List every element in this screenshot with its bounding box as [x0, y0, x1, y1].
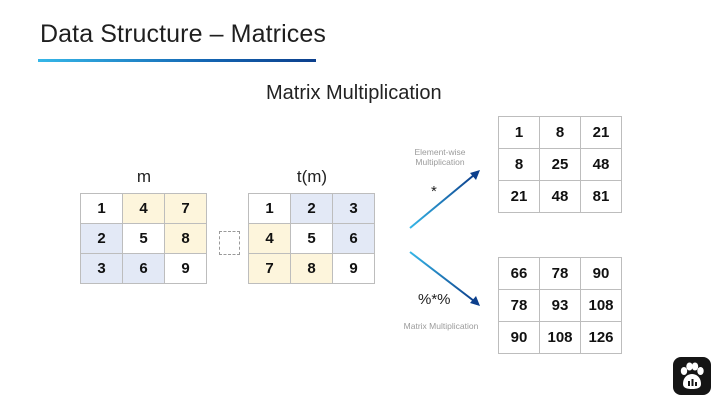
matrix-cell: 6 — [332, 223, 375, 254]
matrix-cell: 2 — [290, 193, 333, 224]
matrix-t-label: t(m) — [296, 167, 328, 186]
matrix-cell: 1 — [498, 116, 540, 149]
arrow-up-line — [409, 174, 475, 229]
matmul-result-matrix: 66 78 90 78 93 108 90 108 126 — [498, 257, 622, 354]
matrix-cell: 7 — [248, 253, 291, 284]
elementwise-symbol: * — [431, 183, 437, 200]
matrix-cell: 8 — [498, 148, 540, 181]
matrix-m: 1 4 7 2 5 8 3 6 9 — [80, 193, 207, 284]
matrix-cell: 6 — [122, 253, 165, 284]
matrix-cell: 9 — [164, 253, 207, 284]
table-row: 1 4 7 — [80, 193, 207, 224]
matrix-cell: 3 — [332, 193, 375, 224]
paw-chart-icon — [673, 357, 711, 395]
operator-placeholder — [219, 231, 240, 255]
elementwise-result-matrix: 1 8 21 8 25 48 21 48 81 — [498, 116, 622, 213]
matrix-cell: 90 — [580, 257, 622, 290]
matrix-cell: 5 — [290, 223, 333, 254]
matrix-cell: 21 — [498, 180, 540, 213]
matrix-cell: 21 — [580, 116, 622, 149]
matmul-symbol: %*% — [418, 291, 451, 308]
elementwise-caption: Element-wise Multiplication — [400, 147, 480, 167]
table-row: 21 48 81 — [498, 180, 622, 213]
matrix-cell: 48 — [539, 180, 581, 213]
table-row: 3 6 9 — [80, 253, 207, 284]
matrix-cell: 126 — [580, 321, 622, 354]
matrix-cell: 108 — [539, 321, 581, 354]
matrix-cell: 78 — [498, 289, 540, 322]
matrix-cell: 66 — [498, 257, 540, 290]
elementwise-caption-line2: Multiplication — [415, 157, 465, 167]
table-row: 7 8 9 — [248, 253, 375, 284]
table-row: 8 25 48 — [498, 148, 622, 181]
matrix-cell: 8 — [290, 253, 333, 284]
matrix-cell: 8 — [164, 223, 207, 254]
arrow-up-head — [470, 170, 480, 180]
slide-subtitle: Matrix Multiplication — [266, 82, 442, 104]
matrix-cell: 4 — [248, 223, 291, 254]
matrix-cell: 9 — [332, 253, 375, 284]
table-row: 66 78 90 — [498, 257, 622, 290]
arrow-down-head — [470, 296, 480, 306]
matrix-cell: 48 — [580, 148, 622, 181]
elementwise-caption-line1: Element-wise — [414, 147, 466, 157]
matmul-caption: Matrix Multiplication — [403, 321, 479, 331]
matrix-cell: 108 — [580, 289, 622, 322]
slide-title: Data Structure – Matrices — [40, 20, 326, 48]
matrix-t: 1 2 3 4 5 6 7 8 9 — [248, 193, 375, 284]
table-row: 2 5 8 — [80, 223, 207, 254]
matrix-cell: 25 — [539, 148, 581, 181]
title-underline — [38, 59, 316, 62]
matrix-cell: 78 — [539, 257, 581, 290]
matrix-cell: 7 — [164, 193, 207, 224]
matrix-cell: 93 — [539, 289, 581, 322]
table-row: 78 93 108 — [498, 289, 622, 322]
paw-chart-icon-graphic — [680, 362, 704, 389]
table-row: 4 5 6 — [248, 223, 375, 254]
table-row: 90 108 126 — [498, 321, 622, 354]
matrix-cell: 8 — [539, 116, 581, 149]
arrow-down-line — [409, 251, 475, 302]
table-row: 1 8 21 — [498, 116, 622, 149]
matrix-m-label: m — [136, 167, 152, 186]
matrix-cell: 81 — [580, 180, 622, 213]
matrix-cell: 1 — [248, 193, 291, 224]
matrix-cell: 3 — [80, 253, 123, 284]
table-row: 1 2 3 — [248, 193, 375, 224]
matrix-cell: 90 — [498, 321, 540, 354]
